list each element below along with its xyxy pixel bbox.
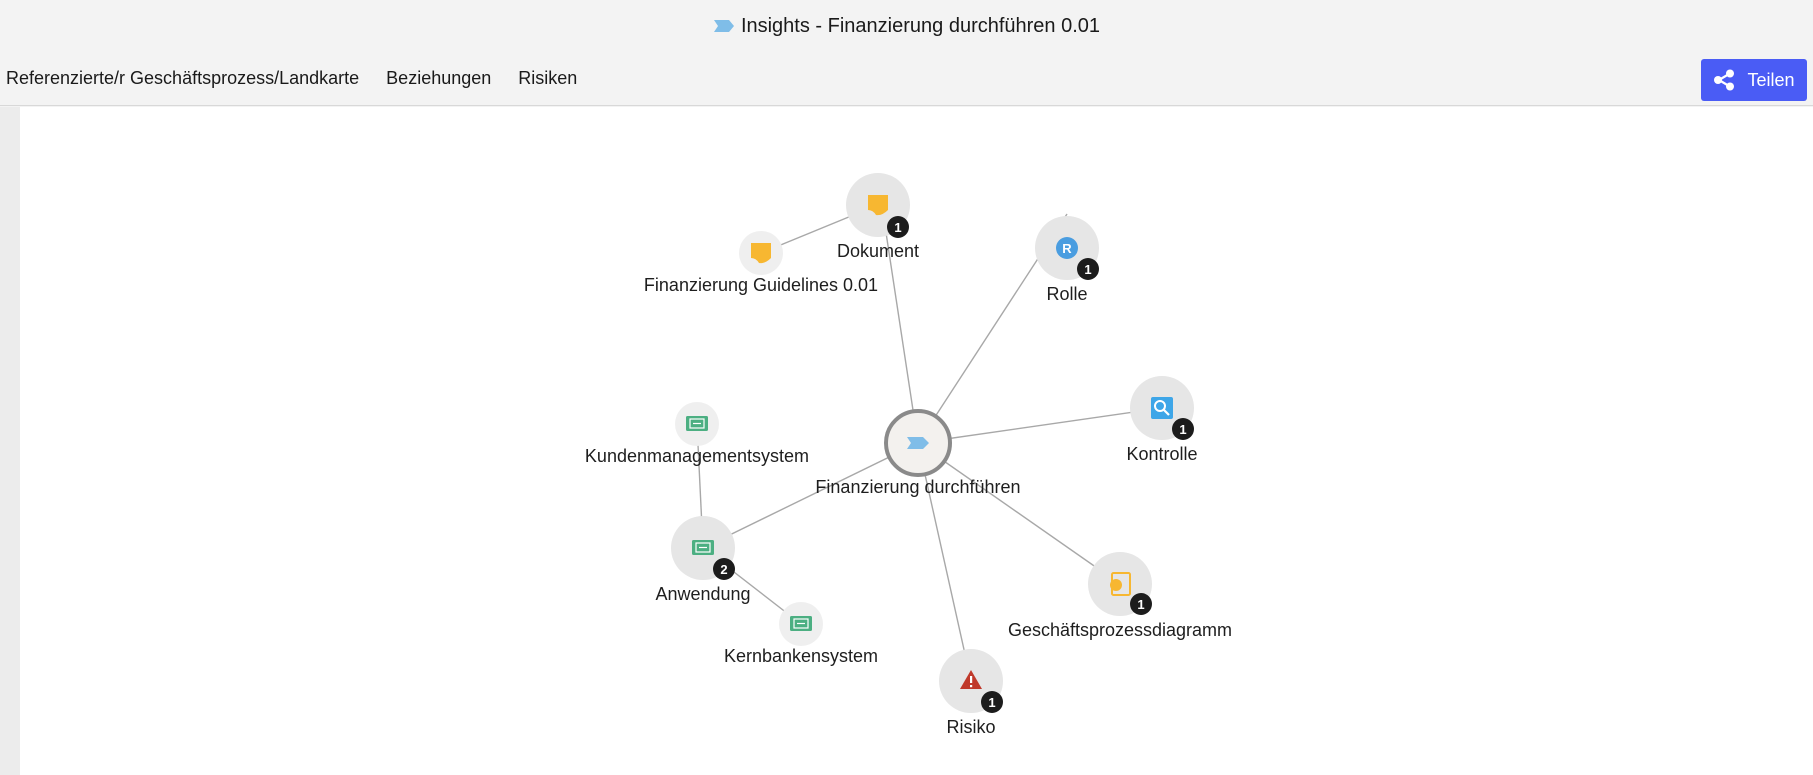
edge-center-application [702,442,919,549]
left-strip [0,107,20,775]
edge-center-process-diagram [917,442,1121,585]
count-badge-text: 2 [720,562,727,577]
count-badge [713,558,735,580]
node-label: Kernbankensystem [724,646,878,666]
role-icon: R [1056,237,1078,259]
control-icon [1151,397,1173,419]
count-badge [1130,593,1152,615]
application-icon [692,540,714,555]
node-label: Anwendung [655,584,750,604]
relationship-graph[interactable]: Finanzierung Guidelines 0.01 Kundenmanag… [20,107,1813,775]
title-bar: Insights - Finanzierung durchführen 0.01 [0,0,1813,52]
count-badge-text: 1 [988,695,995,710]
node-label: Kontrolle [1126,444,1197,464]
tab-bar: Referenzierte/r Geschäftsprozess/Landkar… [0,52,1813,106]
node-label: Rolle [1046,284,1087,304]
node-center[interactable]: Finanzierung durchführen [815,409,1021,497]
node-label: Finanzierung Guidelines 0.01 [644,275,878,295]
application-icon [790,616,812,631]
count-badge-text: 1 [1179,422,1186,437]
edge-center-risk [917,442,972,682]
count-badge [1077,258,1099,280]
risk-icon [960,670,982,689]
share-icon [1714,69,1735,91]
tab-referenced-process[interactable]: Referenzierte/r Geschäftsprozess/Landkar… [6,68,360,88]
node-category-application[interactable]: 2 Anwendung [655,516,751,604]
share-label: Teilen [1747,69,1795,90]
document-icon [868,195,888,216]
graph-canvas[interactable]: Finanzierung Guidelines 0.01 Kundenmanag… [20,107,1813,775]
node-label: Risiko [946,717,995,737]
node-category-control[interactable]: 1 Kontrolle [1126,376,1198,464]
tab-risks[interactable]: Risiken [518,68,578,88]
count-badge [981,691,1003,713]
count-badge-text: 1 [894,220,901,235]
document-icon [751,243,771,264]
node-label: Finanzierung durchführen [815,477,1020,497]
count-badge [887,216,909,238]
page-title: Insights - Finanzierung durchführen 0.01 [740,14,1101,37]
process-tag-icon [713,19,735,33]
application-icon [686,416,708,431]
node-category-role[interactable]: R 1 Rolle [1035,216,1099,304]
process-diagram-icon [1110,572,1131,596]
node-category-document[interactable]: 1 Dokument [837,173,919,261]
process-tag-icon [907,437,929,449]
count-badge [1172,418,1194,440]
node-label: Kundenmanagementsystem [585,446,809,466]
node-label: Dokument [837,241,919,261]
count-badge-text: 1 [1137,597,1144,612]
node-item-guidelines[interactable]: Finanzierung Guidelines 0.01 [644,231,878,295]
node-item-crm[interactable]: Kundenmanagementsystem [585,402,809,466]
edge-center-control [917,407,1163,444]
node-category-risk[interactable]: 1 Risiko [939,649,1003,737]
node-category-process-diagram[interactable]: 1 Geschäftsprozessdiagramm [1008,552,1232,640]
tab-relations[interactable]: Beziehungen [386,68,492,88]
count-badge-text: 1 [1084,262,1091,277]
node-item-core-banking[interactable]: Kernbankensystem [724,602,878,666]
node-label: Geschäftsprozessdiagramm [1008,620,1232,640]
share-button[interactable]: Teilen [1701,59,1807,101]
svg-text:R: R [1062,241,1072,256]
